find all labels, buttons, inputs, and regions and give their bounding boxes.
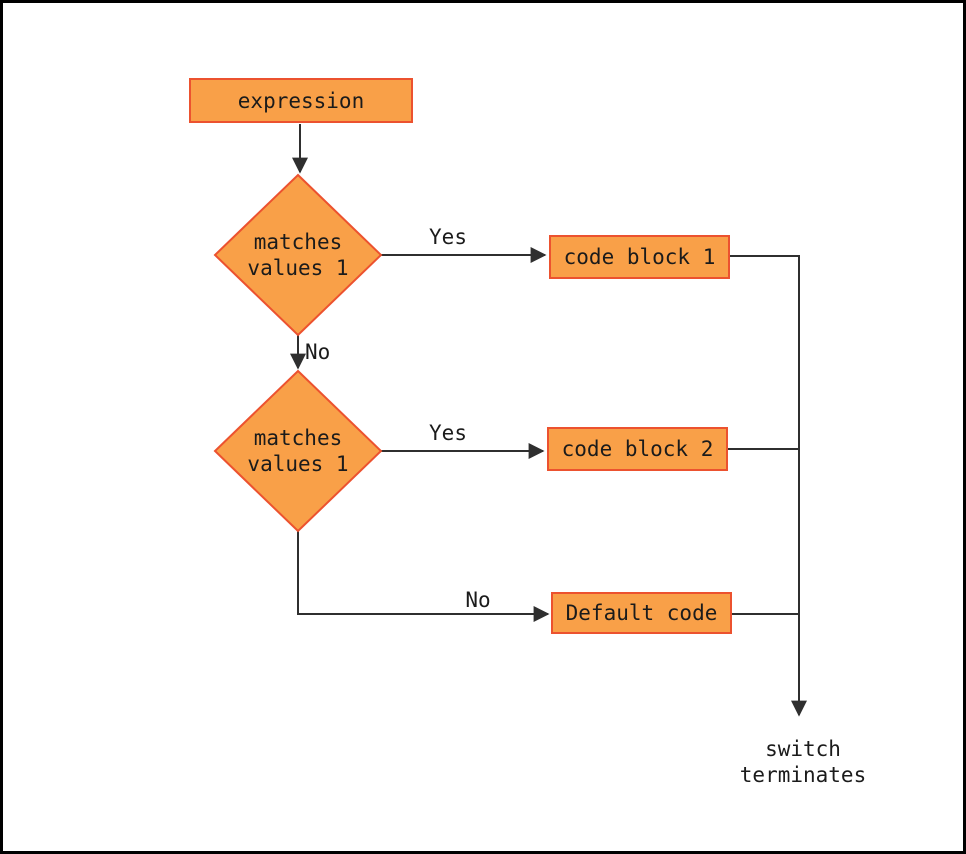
decision-2-label-line1: matches	[253, 426, 343, 450]
no-label-1: No	[305, 340, 331, 364]
decision-1-diamond	[213, 173, 383, 337]
expression-node: expression	[189, 78, 413, 123]
switch-terminates-line1: switch	[765, 737, 841, 761]
connector-layer	[213, 124, 807, 717]
decision-1-label-line2: values 1	[247, 256, 349, 280]
decision-1-label: matches values 1	[218, 229, 378, 281]
default-code-label: Default code	[565, 601, 718, 625]
yes-label-2: Yes	[429, 421, 467, 445]
yes-label-1: Yes	[429, 225, 467, 249]
decision-1-label-line1: matches	[253, 230, 343, 254]
code-block-2-label: code block 2	[561, 437, 714, 461]
decision-2-diamond	[213, 369, 383, 533]
default-code-node: Default code	[551, 592, 732, 634]
switch-terminates-line2: terminates	[739, 763, 867, 787]
code-block-1-node: code block 1	[549, 235, 730, 279]
decision-2-label: matches values 1	[218, 425, 378, 477]
expression-node-label: expression	[237, 88, 365, 113]
code-block-1-label: code block 1	[563, 245, 716, 269]
edge-decision2-no-to-default	[297, 531, 550, 622]
switch-terminates-label: switch terminates	[703, 736, 903, 788]
code-block-2-node: code block 2	[547, 427, 728, 471]
decision-2-label-line2: values 1	[247, 452, 349, 476]
no-label-2: No	[465, 588, 491, 612]
